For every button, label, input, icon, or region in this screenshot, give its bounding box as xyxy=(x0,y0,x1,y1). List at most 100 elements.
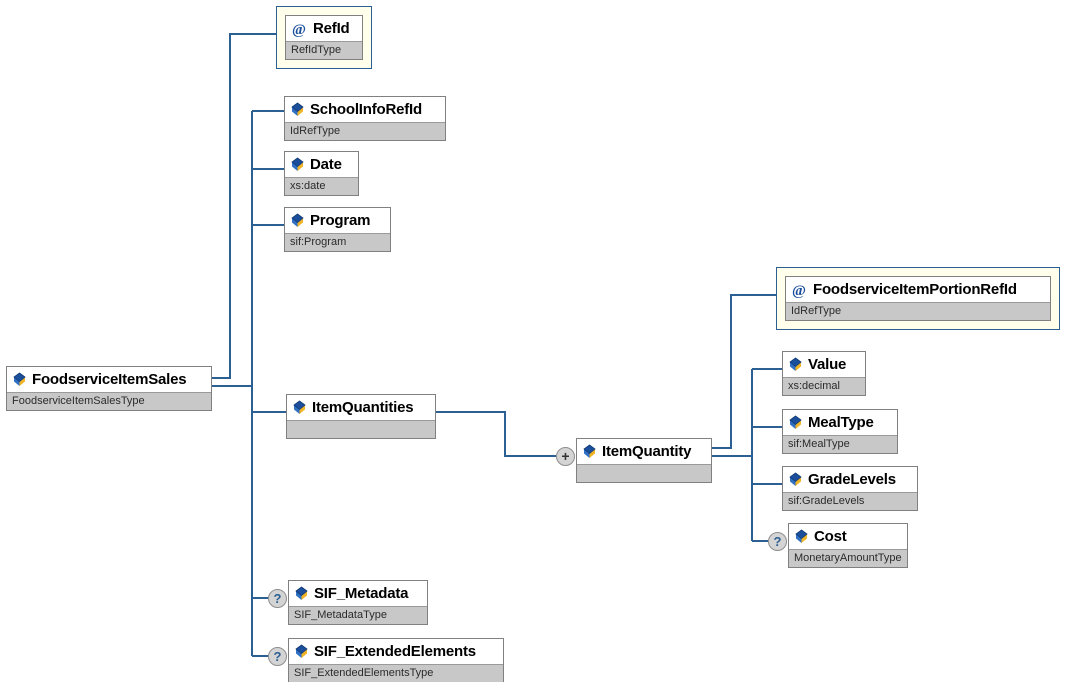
node-type: RefIdType xyxy=(291,44,342,56)
node-frame: FoodserviceItemSales FoodserviceItemSale… xyxy=(6,366,212,411)
node-frame: Program sif:Program xyxy=(284,207,391,252)
expand-plus-glyph: + xyxy=(561,448,570,464)
node-type: xs:date xyxy=(290,180,326,192)
node-title-row: SIF_Metadata xyxy=(289,581,427,606)
node-type: SIF_ExtendedElementsType xyxy=(294,667,434,679)
node-date[interactable]: Date xs:date xyxy=(284,151,359,196)
node-label: ItemQuantities xyxy=(312,399,414,416)
attribute-at-icon: @ xyxy=(292,22,306,37)
node-type-row: MonetaryAmountType xyxy=(789,549,907,567)
node-label: ItemQuantity xyxy=(602,443,692,460)
node-type-row: SIF_ExtendedElementsType xyxy=(289,664,503,682)
node-type-row: IdRefType xyxy=(786,302,1050,320)
node-type-row: FoodserviceItemSalesType xyxy=(7,392,211,410)
optional-question-icon-sif-extended-elements[interactable]: ? xyxy=(268,647,287,666)
node-meal-type[interactable]: MealType sif:MealType xyxy=(782,409,898,454)
element-icon xyxy=(13,372,26,386)
optional-question-glyph: ? xyxy=(273,591,282,606)
node-type-row xyxy=(287,420,435,438)
node-title-row: @ RefId xyxy=(286,16,362,41)
node-frame: @ FoodserviceItemPortionRefId IdRefType xyxy=(785,276,1051,321)
node-frame: Date xs:date xyxy=(284,151,359,196)
node-title-row: Program xyxy=(285,208,390,233)
node-title-row: @ FoodserviceItemPortionRefId xyxy=(786,277,1050,302)
node-label: RefId xyxy=(313,20,350,37)
element-icon xyxy=(293,400,306,414)
node-cost[interactable]: Cost MonetaryAmountType xyxy=(788,523,908,568)
node-title-row: SIF_ExtendedElements xyxy=(289,639,503,664)
node-frame: SIF_ExtendedElements SIF_ExtendedElement… xyxy=(288,638,504,682)
node-frame: Cost MonetaryAmountType xyxy=(788,523,908,568)
node-frame: ItemQuantities xyxy=(286,394,436,439)
node-type: sif:Program xyxy=(290,236,347,248)
element-icon xyxy=(295,644,308,658)
node-school-info-refid[interactable]: SchoolInfoRefId IdRefType xyxy=(284,96,446,141)
node-title-row: FoodserviceItemSales xyxy=(7,367,211,392)
element-icon xyxy=(789,415,802,429)
node-type: FoodserviceItemSalesType xyxy=(12,395,145,407)
node-refid[interactable]: @ RefId RefIdType xyxy=(276,6,372,69)
node-label: FoodserviceItemSales xyxy=(32,371,187,388)
node-item-quantities[interactable]: ItemQuantities xyxy=(286,394,436,439)
node-type-row: xs:date xyxy=(285,177,358,195)
node-foodservice-item-portion-refid[interactable]: @ FoodserviceItemPortionRefId IdRefType xyxy=(776,267,1060,330)
expand-plus-icon[interactable]: + xyxy=(556,447,575,466)
svg-text:@: @ xyxy=(792,283,806,298)
element-icon xyxy=(291,102,304,116)
node-label: MealType xyxy=(808,414,874,431)
node-frame: ItemQuantity xyxy=(576,438,712,483)
node-title-row: SchoolInfoRefId xyxy=(285,97,445,122)
node-sif-metadata[interactable]: SIF_Metadata SIF_MetadataType xyxy=(288,580,428,625)
node-title-row: Date xyxy=(285,152,358,177)
node-label: SIF_ExtendedElements xyxy=(314,643,476,660)
node-label: GradeLevels xyxy=(808,471,896,488)
node-program[interactable]: Program sif:Program xyxy=(284,207,391,252)
node-type: xs:decimal xyxy=(788,380,840,392)
optional-question-glyph: ? xyxy=(273,649,282,664)
node-type-row: sif:Program xyxy=(285,233,390,251)
node-type: IdRefType xyxy=(290,125,341,137)
node-sif-extended-elements[interactable]: SIF_ExtendedElements SIF_ExtendedElement… xyxy=(288,638,504,682)
node-frame: SchoolInfoRefId IdRefType xyxy=(284,96,446,141)
node-label: Cost xyxy=(814,528,847,545)
element-icon xyxy=(789,357,802,371)
optional-question-icon-sif-metadata[interactable]: ? xyxy=(268,589,287,608)
node-foodservice-item-sales[interactable]: FoodserviceItemSales FoodserviceItemSale… xyxy=(6,366,212,411)
node-type: MonetaryAmountType xyxy=(794,552,902,564)
node-type-row: sif:GradeLevels xyxy=(783,492,917,510)
optional-question-glyph: ? xyxy=(773,534,782,549)
node-type-row: RefIdType xyxy=(286,41,362,59)
node-type: sif:MealType xyxy=(788,438,850,450)
node-title-row: ItemQuantities xyxy=(287,395,435,420)
node-title-row: GradeLevels xyxy=(783,467,917,492)
node-item-quantity[interactable]: ItemQuantity xyxy=(576,438,712,483)
node-type-row xyxy=(577,464,711,482)
element-icon xyxy=(583,444,596,458)
node-value[interactable]: Value xs:decimal xyxy=(782,351,866,396)
node-frame: MealType sif:MealType xyxy=(782,409,898,454)
node-title-row: Value xyxy=(783,352,865,377)
node-label: Date xyxy=(310,156,342,173)
node-frame: Value xs:decimal xyxy=(782,351,866,396)
attribute-at-icon: @ xyxy=(792,283,806,298)
node-type-row: SIF_MetadataType xyxy=(289,606,427,624)
element-icon xyxy=(789,472,802,486)
node-type-row: sif:MealType xyxy=(783,435,897,453)
node-grade-levels[interactable]: GradeLevels sif:GradeLevels xyxy=(782,466,918,511)
element-icon xyxy=(291,157,304,171)
element-icon xyxy=(295,586,308,600)
node-frame: @ RefId RefIdType xyxy=(285,15,363,60)
node-type: IdRefType xyxy=(791,305,842,317)
node-label: SchoolInfoRefId xyxy=(310,101,422,118)
node-label: Program xyxy=(310,212,371,229)
node-label: FoodserviceItemPortionRefId xyxy=(813,281,1017,298)
svg-text:@: @ xyxy=(292,22,306,37)
optional-question-icon-cost[interactable]: ? xyxy=(768,532,787,551)
element-icon xyxy=(291,213,304,227)
node-type: SIF_MetadataType xyxy=(294,609,387,621)
node-frame: SIF_Metadata SIF_MetadataType xyxy=(288,580,428,625)
attribute-outer-box: @ FoodserviceItemPortionRefId IdRefType xyxy=(776,267,1060,330)
attribute-outer-box: @ RefId RefIdType xyxy=(276,6,372,69)
